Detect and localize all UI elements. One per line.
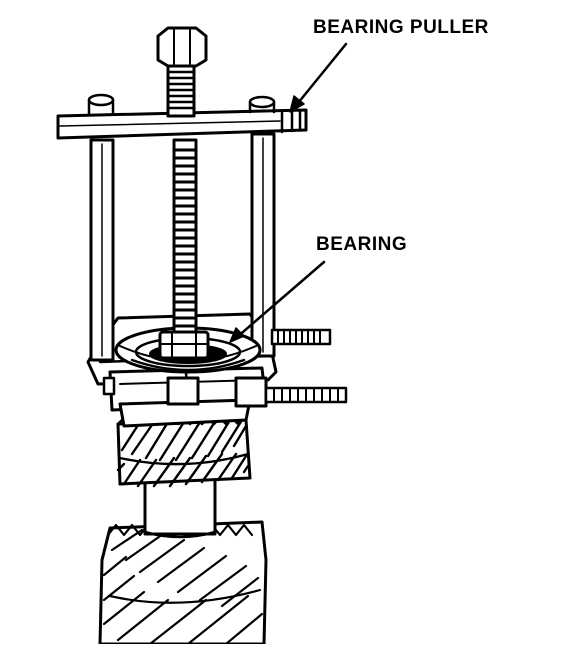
lower-gear [98, 520, 268, 646]
center-screw [158, 138, 210, 360]
shaft [143, 476, 217, 539]
puller-crossbar [56, 93, 308, 140]
forcing-screw [156, 26, 208, 118]
upper-gear [116, 416, 252, 488]
bearing-puller-label: BEARING PULLER [313, 17, 489, 38]
side-bolts [264, 328, 348, 404]
callout-leaders [229, 42, 348, 343]
puller-legs [89, 132, 276, 362]
bearing-label: BEARING [316, 234, 408, 255]
